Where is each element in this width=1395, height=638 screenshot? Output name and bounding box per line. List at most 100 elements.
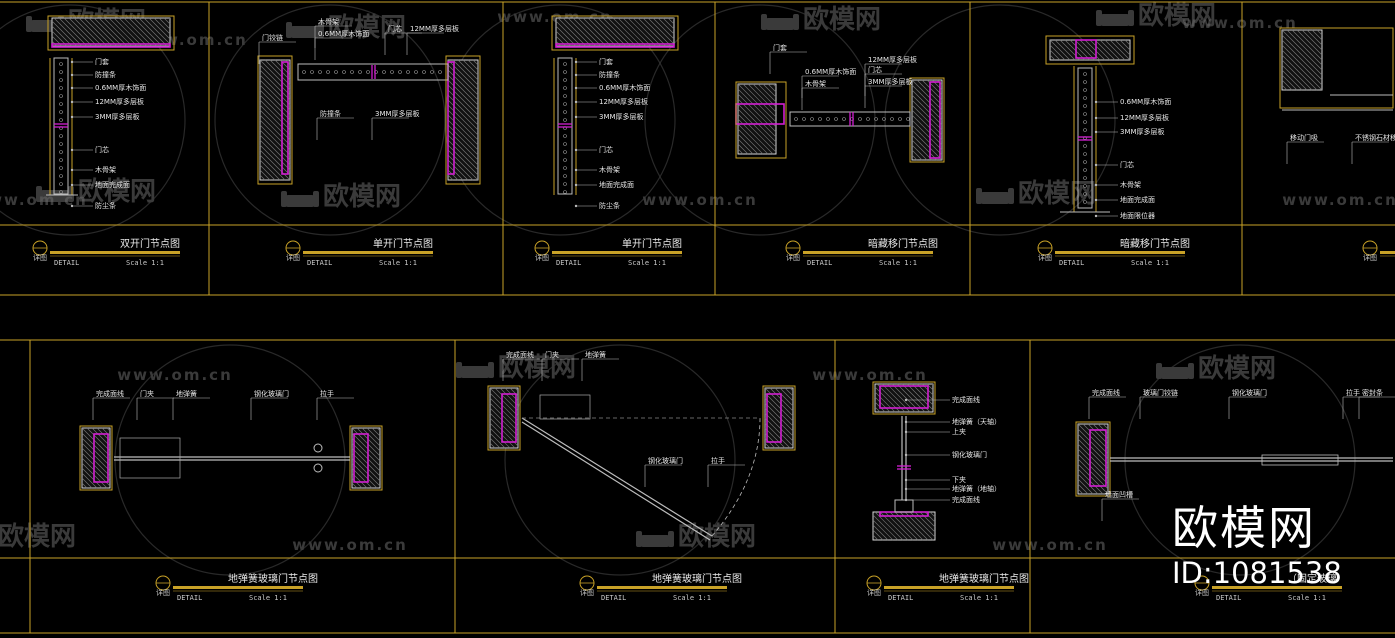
sofa-icon-seat [640,535,670,547]
door-frame-outline [349,425,383,491]
detail-badge: 详图 [534,240,550,262]
wall-hatch [911,109,943,141]
sofa-icon [456,362,494,378]
watermark-circle [1124,344,1356,576]
title-underline [803,251,933,254]
wall-hatch [1077,473,1099,495]
wall-section [81,427,111,489]
leader-dot [1094,116,1098,120]
callout-label: 12MM厚多层板 [574,97,648,106]
leader-dot [904,430,908,434]
sofa-icon-arm [26,16,32,32]
wall-hatch [81,477,93,489]
leaf-core-mark [1083,200,1087,204]
wall-hatch [98,17,128,47]
callout-label: 地弹簧 [172,389,210,420]
finish-line [929,81,941,159]
wall-hatch [452,59,479,86]
callout-text: 防尘条 [599,201,620,210]
wall-hatch [762,83,777,98]
wall-hatch [764,387,794,417]
wall-hatch [911,99,943,131]
leaf-core-mark [898,117,902,121]
detail-title: 暗藏移门节点图 [868,237,938,250]
wall-hatch [1077,453,1109,485]
wall-hatch [779,387,794,402]
wall-hatch [911,154,918,161]
wall-hatch [447,139,479,171]
wall-hatch [351,442,381,472]
badge-text: 详图 [1038,253,1052,262]
detail-label: DETAIL [556,259,581,267]
wall-hatch [1281,34,1323,76]
callout-text: 移动门吸 [1290,133,1318,142]
sofa-icon [281,191,319,207]
wall-outline [555,17,675,47]
wall-hatch [911,144,928,161]
detail-badge: 详图 [785,240,801,262]
callout-text: 地弹簧（地轴） [952,484,1001,493]
wall-hatch [872,534,879,541]
title-underline [50,251,180,254]
wall-hatch [259,154,286,181]
detail-badge: 详图 [1362,240,1378,262]
leaf-core-mark [59,190,63,194]
wall-hatch [1281,69,1303,91]
leader-dot [904,453,908,457]
door-leaf-outline [557,57,573,195]
leaf-core-mark [59,110,63,114]
wall-hatch [597,17,627,47]
wall-hatch [612,17,642,47]
door-leaf [297,63,449,81]
wall-hatch [672,17,675,20]
watermark-url-text: www.om.cn [812,366,928,384]
wall-hatch [872,514,899,541]
wall-hatch [662,17,675,30]
leaf-core-mark [563,174,567,178]
wall-section [1049,39,1131,61]
wall-hatch [259,169,271,181]
wall-hatch [489,397,519,427]
leaf-core-mark [310,70,314,74]
sofa-icon-seat [765,18,795,30]
finish-line [555,43,675,48]
leader-dot [574,204,578,208]
callout-label: 门铰链 [258,33,296,64]
leader-dot [70,115,74,119]
wall-hatch [259,94,291,126]
leaf-core-mark [358,70,362,74]
wall-hatch [259,69,291,101]
wall-hatch [789,387,794,392]
wall-hatch [457,59,479,81]
wall-hatch [259,79,291,111]
door-leaf-outline [297,63,449,81]
callout-label: 防撞条 [70,70,116,79]
wall-hatch [259,109,291,141]
wall-hatch [737,143,749,155]
leaf-core-mark [563,86,567,90]
leader-dot [574,86,578,90]
leaf-core-mark [563,150,567,154]
callout-label: 门芯 [574,145,613,154]
wall-hatch [1049,49,1061,61]
callout-label: 墙面凹槽 [1101,490,1139,521]
wall-hatch [667,17,675,25]
wall-hatch [88,17,118,47]
wall-hatch [103,17,133,47]
finish-line [353,433,369,483]
callout-text: 防尘条 [95,201,116,210]
wall-hatch [489,412,519,442]
wall-hatch [366,427,381,442]
door-frame-outline [1279,27,1394,109]
leaf-core-mark [1083,160,1087,164]
wall-hatch [472,59,479,66]
callout-label: 钢化玻璃门 [1228,388,1267,419]
wall-hatch [737,148,744,155]
watermark-brand-text: 欧模网 [323,181,401,212]
callout-text: 完成面线 [96,389,124,398]
floor-spring-box [539,394,591,420]
callout-label: 3MM厚多层板 [371,109,420,140]
wall-hatch [764,392,794,422]
wall-hatch [1104,39,1126,61]
